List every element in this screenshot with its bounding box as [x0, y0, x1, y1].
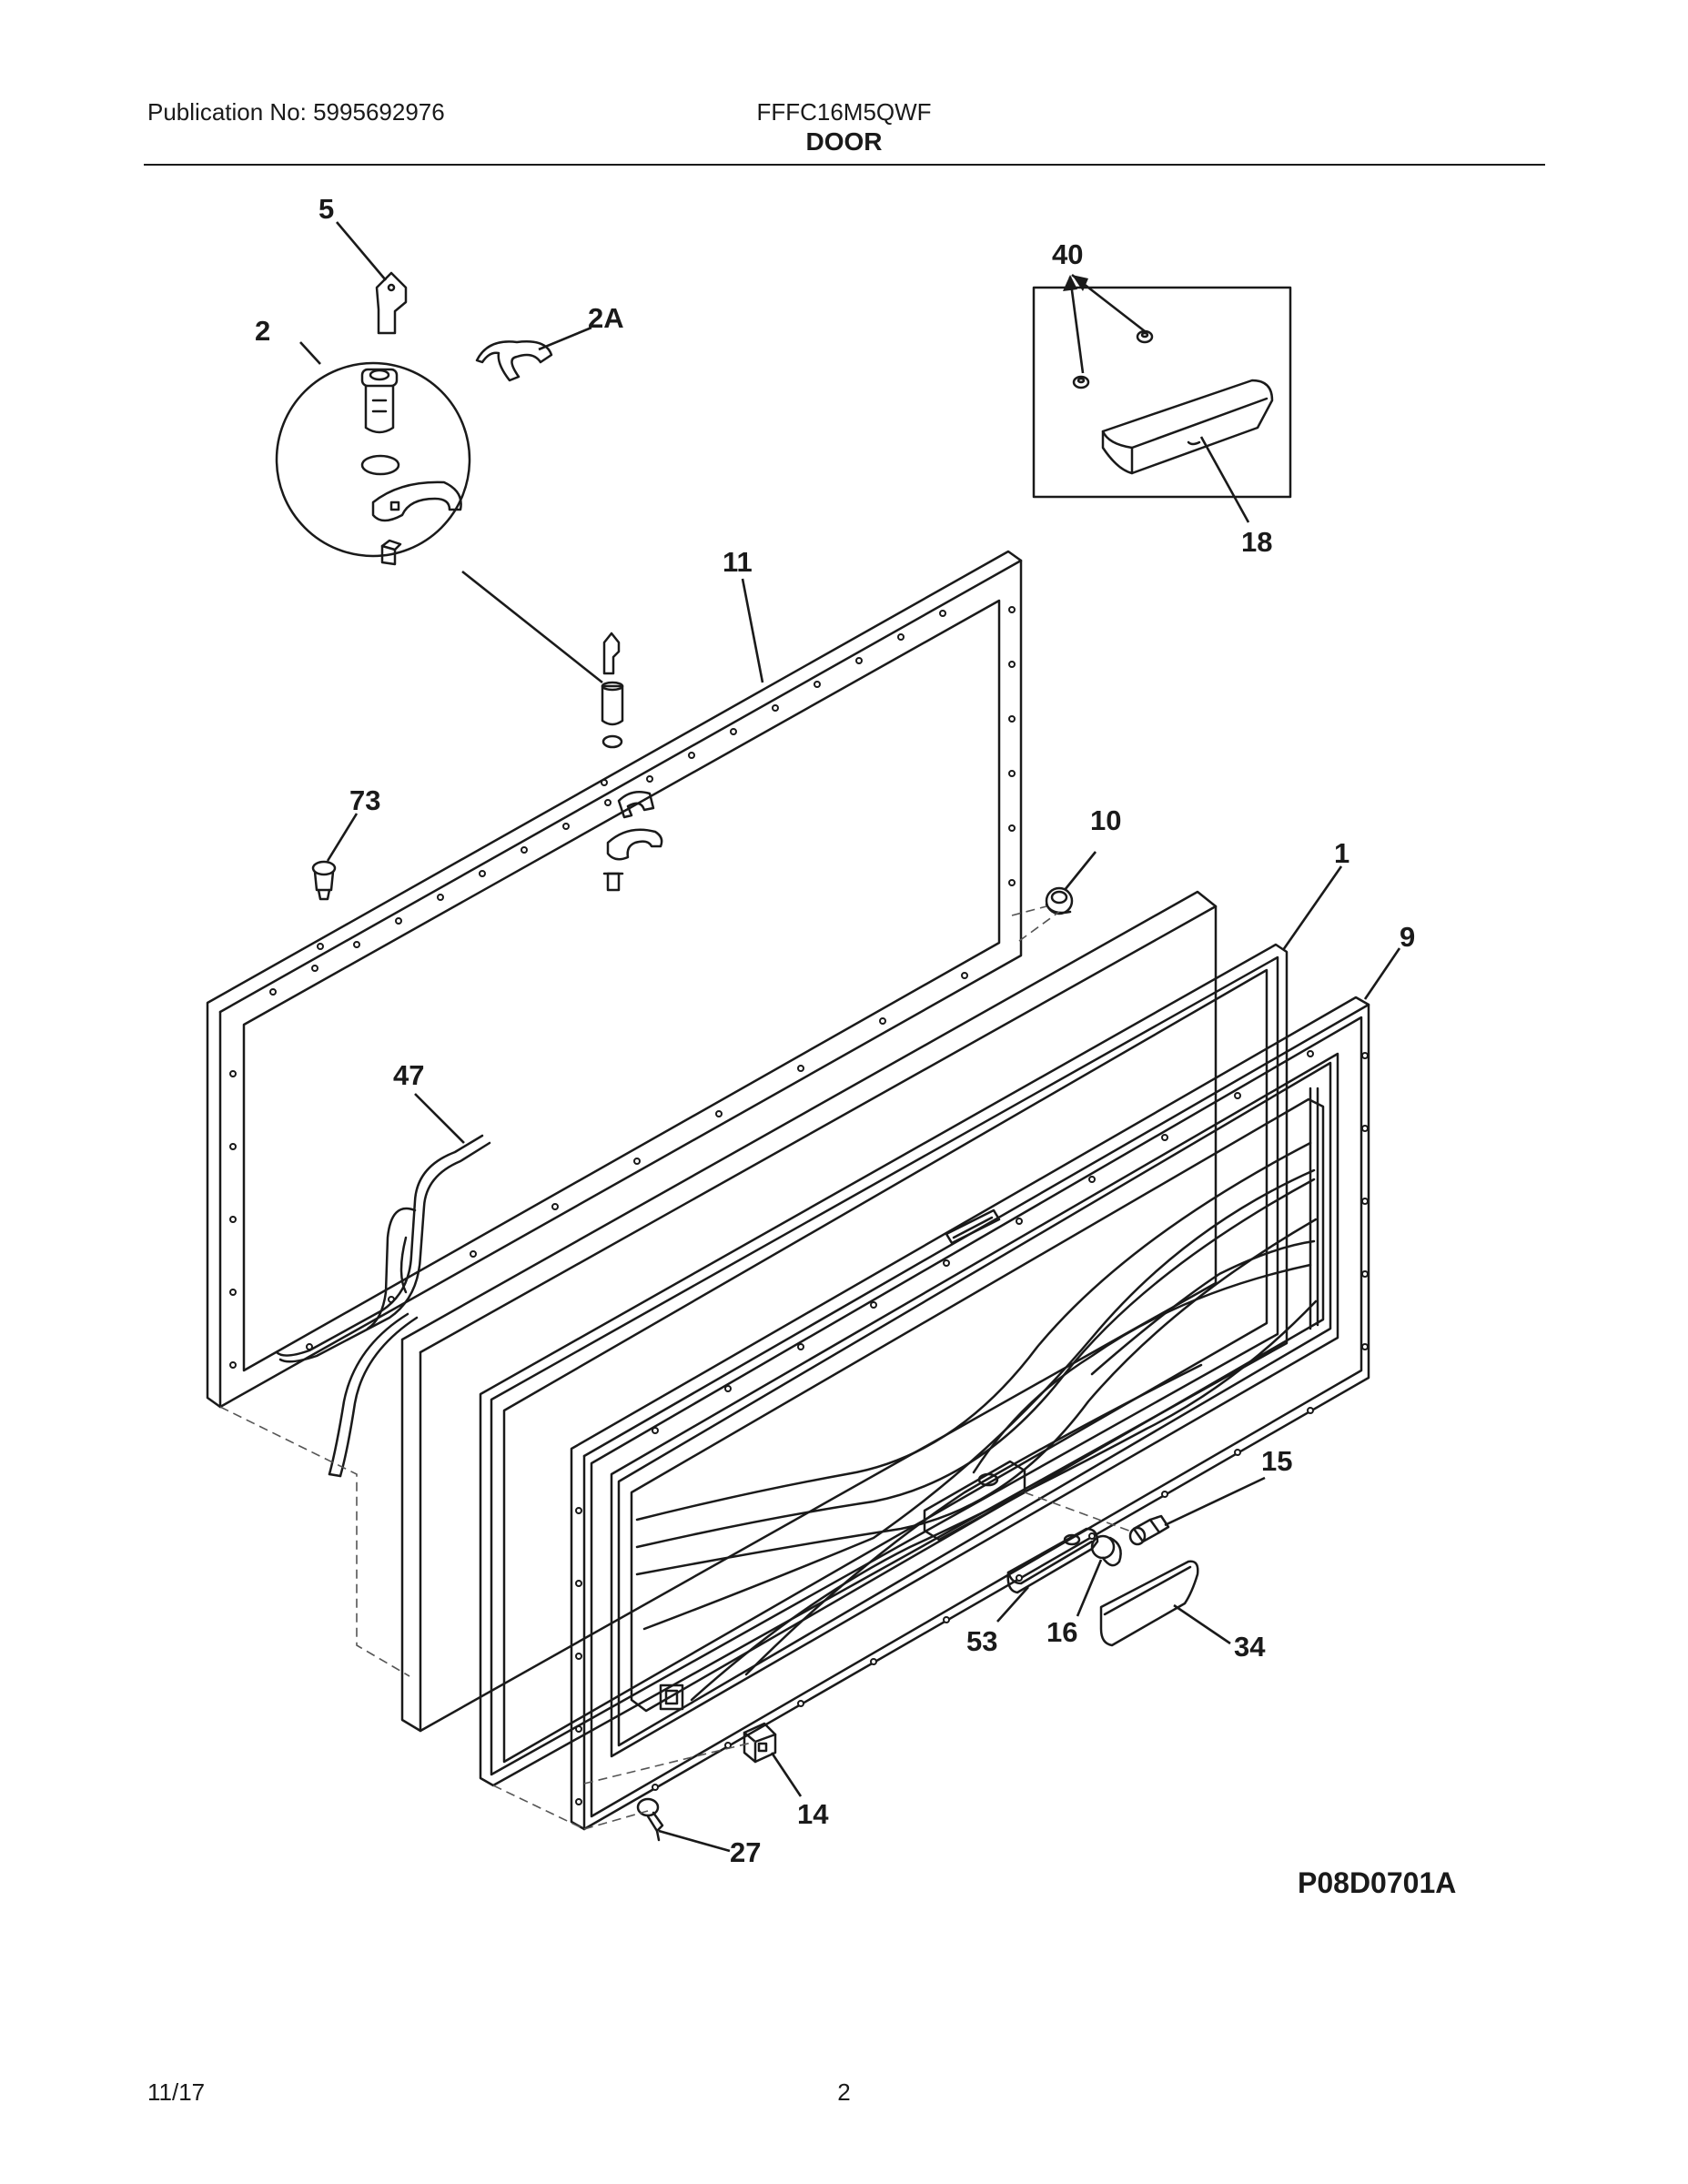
callout-15: 15 [1261, 1445, 1292, 1477]
callout-40: 40 [1052, 238, 1083, 270]
model-number: FFFC16M5QWF [756, 98, 932, 126]
callout-27: 27 [730, 1836, 761, 1868]
diagram-reference: P08D0701A [1298, 1866, 1456, 1899]
inner-door-liner [570, 996, 1370, 1831]
leader-lines [299, 221, 1401, 1853]
callout-1: 1 [1334, 837, 1349, 869]
callout-11: 11 [723, 546, 753, 578]
callout-10: 10 [1090, 804, 1121, 836]
publication-number: Publication No: 5995692976 [147, 98, 445, 126]
callout-18: 18 [1241, 526, 1272, 558]
handle-34 [1099, 1560, 1199, 1647]
outer-door-panel [206, 550, 1023, 1409]
insulation-block [400, 890, 1218, 1733]
callout-14: 14 [797, 1798, 829, 1830]
liner-screw-holes [575, 1050, 1369, 1805]
push-pin-73 [311, 860, 337, 901]
callout-53: 53 [966, 1625, 997, 1657]
panel-screw-holes [229, 606, 1016, 1369]
handle-cover-part [1101, 379, 1274, 475]
callout-9: 9 [1400, 921, 1415, 953]
callout-5: 5 [318, 193, 334, 225]
handle-cover-inset [1032, 286, 1292, 499]
section-title: DOOR [805, 127, 883, 156]
header-divider [144, 164, 1545, 166]
page-number: 2 [837, 2078, 851, 2106]
lock-detail-circle [275, 361, 471, 566]
publication-date: 11/17 [147, 2078, 206, 2106]
pin-15 [1128, 1514, 1170, 1546]
callout-73: 73 [349, 784, 380, 816]
leader-arrowheads [1063, 275, 1088, 291]
lock-clip-part [475, 340, 553, 382]
panel-lock-assembly [601, 632, 663, 892]
screw-27 [636, 1797, 664, 1842]
heater-wire-47 [275, 1134, 491, 1478]
screw-40b [1072, 375, 1090, 389]
callout-2: 2 [255, 315, 270, 347]
striker-plate-53 [1006, 1527, 1099, 1594]
callout-47: 47 [393, 1059, 424, 1091]
callout-2A: 2A [588, 302, 624, 334]
screw-40a [1136, 329, 1154, 344]
alignment-lines [219, 905, 1135, 1830]
key-part [375, 271, 408, 335]
callout-34: 34 [1234, 1631, 1266, 1663]
bushing-16 [1090, 1534, 1122, 1567]
callout-16: 16 [1046, 1616, 1077, 1648]
door-gasket [479, 943, 1289, 1787]
plug-10 [1045, 886, 1074, 915]
